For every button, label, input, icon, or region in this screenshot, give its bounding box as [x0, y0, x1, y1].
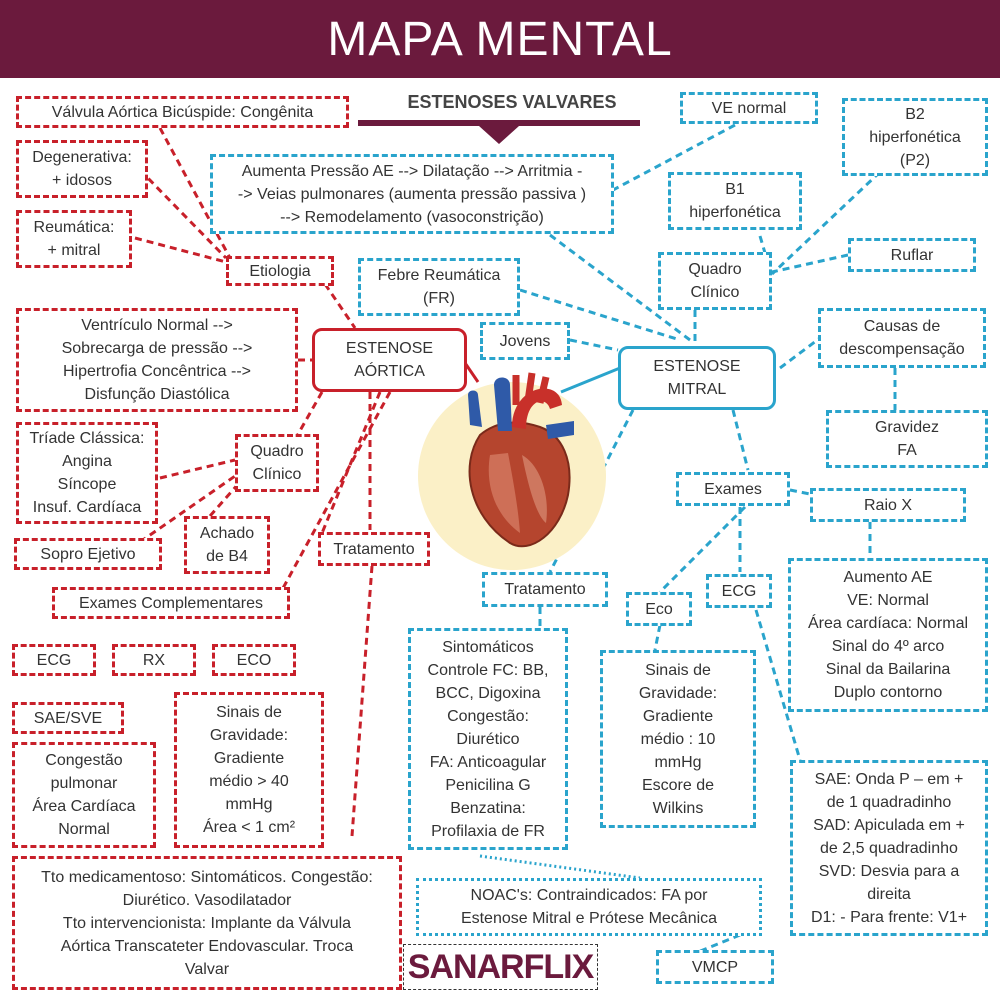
mitral-eco: Eco [626, 592, 692, 626]
link-mitral-exames [731, 409, 750, 471]
link-fisio-mitral [549, 233, 691, 342]
mitral-raio-x-achados: Aumento AE VE: Normal Área cardíaca: Nor… [788, 558, 988, 712]
mitral-tratamento: Tratamento [482, 572, 608, 607]
heart-icon [468, 372, 574, 548]
link-mitral-causas [779, 336, 821, 370]
link-febre-mitral [519, 288, 681, 342]
aortic-exames: Exames Complementares [52, 587, 290, 619]
link-sopro-quadro [139, 472, 239, 544]
aortic-sae-sve: SAE/SVE [12, 702, 124, 734]
link-tratamento-tto [350, 565, 374, 837]
mitral-b2: B2 hiperfonética (P2) [842, 98, 988, 176]
link-tto-noac [479, 854, 641, 880]
link-etiologia-aortica [323, 283, 357, 329]
subtitle-arrow-icon [479, 126, 519, 144]
aortic-rx-achados: Congestão pulmonar Área Cardíaca Normal [12, 742, 156, 848]
link-ecg-achados [754, 609, 802, 761]
aortic-bicuspide: Válvula Aórtica Bicúspide: Congênita [16, 96, 349, 128]
mitral-exames: Exames [676, 472, 790, 506]
link-exames-eco [658, 505, 747, 594]
subtitle-bar [358, 120, 640, 126]
link-eco-gravidade [653, 624, 662, 651]
mitral-tratamento-detalhes: Sintomáticos Controle FC: BB, BCC, Digox… [408, 628, 568, 850]
link-noac-vmcp [697, 933, 741, 954]
mitral-ve-normal: VE normal [680, 92, 818, 124]
mitral-ruflar: Ruflar [848, 238, 976, 272]
header-bar [0, 0, 1000, 78]
aortic-triade: Tríade Clássica: Angina Síncope Insuf. C… [16, 422, 158, 524]
link-degenerativa-etiologia [138, 168, 228, 260]
aortic-sopro: Sopro Ejetivo [14, 538, 162, 570]
mitral-stenosis-node: ESTENOSE MITRAL [618, 346, 776, 410]
subtitle: ESTENOSES VALVARES [407, 92, 617, 112]
aortic-achado-b4: Achado de B4 [184, 516, 270, 574]
mitral-ecg: ECG [706, 574, 772, 608]
aortic-etiologia: Etiologia [226, 256, 334, 286]
link-ruflar-quadro [771, 253, 849, 274]
aortic-stenosis-node: ESTENOSE AÓRTICA [312, 328, 467, 392]
mitral-raio-x: Raio X [810, 488, 966, 522]
link-jovens-mitral [569, 338, 619, 352]
link-reumatica-etiologia [134, 236, 227, 264]
mitral-fisiopatologia: Aumenta Pressão AE --> Dilatação --> Arr… [210, 154, 614, 234]
mitral-ecg-achados: SAE: Onda P – em + de 1 quadradinho SAD:… [790, 760, 988, 936]
mitral-b1: B1 hiperfonética [668, 172, 802, 230]
link-mitral-tratamento [548, 409, 635, 573]
mitral-eco-gravidade: Sinais de Gravidade: Gradiente médio : 1… [600, 650, 756, 828]
mitral-febre-reumatica: Febre Reumática (FR) [358, 258, 520, 316]
aortic-ecg: ECG [12, 644, 96, 676]
mitral-jovens: Jovens [480, 322, 570, 360]
mitral-causas-descompensacao: Causas de descompensação [818, 308, 986, 368]
brand-logo: SANARFLIX [403, 944, 598, 990]
link-bicuspide-etiologia [158, 127, 232, 259]
link-exames-raiox [789, 488, 811, 496]
mitral-quadro-clinico: Quadro Clínico [658, 252, 772, 310]
aortic-fisiopatologia: Ventrículo Normal --> Sobrecarga de pres… [16, 308, 298, 412]
link-b4-quadro [208, 473, 249, 517]
link-aortica-exames [280, 391, 392, 591]
aortic-tratamento-detalhes: Tto medicamentoso: Sintomáticos. Congest… [12, 856, 402, 990]
link-mitral-heart [560, 366, 621, 394]
aortic-eco-gravidade: Sinais de Gravidade: Gradiente médio > 4… [174, 692, 324, 848]
aortic-reumatica: Reumática: + mitral [16, 210, 132, 268]
aortic-degenerativa: Degenerativa: + idosos [16, 140, 148, 198]
mitral-gravidez-fa: Gravidez FA [826, 410, 988, 468]
aortic-eco: ECO [212, 644, 296, 676]
mitral-noac: NOAC's: Contraindicados: FA por Estenose… [416, 878, 762, 936]
mitral-vmcp: VMCP [656, 950, 774, 984]
aortic-rx: RX [112, 644, 196, 676]
link-triade-quadro [159, 458, 236, 480]
aortic-tratamento: Tratamento [318, 532, 430, 566]
link-aortica-quadro [295, 391, 324, 437]
page-title: MAPA MENTAL [327, 13, 673, 66]
aortic-quadro-clinico: Quadro Clínico [235, 434, 319, 492]
link-b2-quadro [770, 170, 882, 276]
